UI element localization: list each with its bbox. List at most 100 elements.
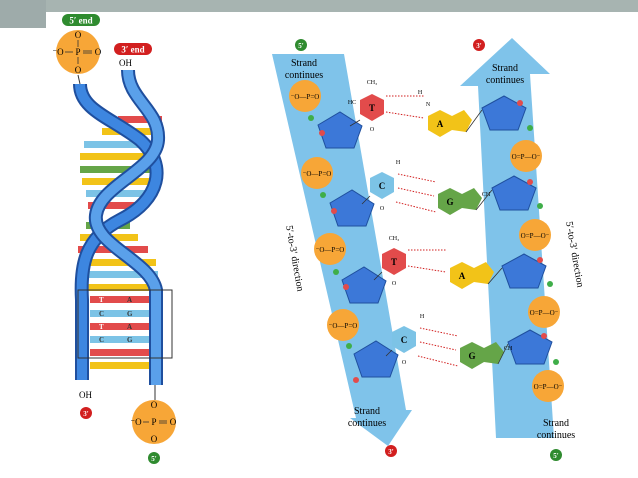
base-pair-4: C G H O CH xyxy=(392,314,513,369)
adenine-2-ring6 xyxy=(450,262,474,289)
left-phosphate-3-label: ⁻O—P=O xyxy=(316,246,345,254)
right-sugar-2 xyxy=(491,175,537,211)
adenine-1-ring5 xyxy=(452,110,472,132)
left-bottom-strand-label-1: Strand xyxy=(354,406,380,417)
helix-bottom-right-end-label: 5′ xyxy=(151,455,157,463)
helix-top-left-end-label: 5′ end xyxy=(69,16,92,26)
helix-bottom-left-end-badge: 3′ xyxy=(80,407,92,419)
helix-top-right-end-badge: 3′ end OH xyxy=(114,43,152,68)
right-sugars xyxy=(481,95,553,365)
left-sugars xyxy=(317,111,399,378)
helix-bottom-phosphate-ominus: ⁻O xyxy=(130,417,142,427)
right-sugar-3 xyxy=(501,253,547,289)
double-helix: 5′ end O ⁻O P O O 3′ end OH xyxy=(52,14,177,464)
helix-bottom-left-end-label: 3′ xyxy=(83,410,89,418)
detail-left-bottom-end-badge: 3′ xyxy=(385,445,397,457)
right-phosphate-3-label: O=P—O⁻ xyxy=(530,309,559,317)
detail-right-top-end-badge: 3′ xyxy=(473,39,485,51)
helix-bottom-left-oh: OH xyxy=(79,390,92,400)
cytosine-1 xyxy=(370,172,394,199)
cytosine-2 xyxy=(392,326,416,353)
helix-top-right-end-label: 3′ end xyxy=(121,45,144,55)
cytosine-2-h: H xyxy=(420,314,425,320)
cytosine-2-o: O xyxy=(402,360,407,366)
guanine-2-ring6 xyxy=(460,342,484,369)
cytosine-1-label: C xyxy=(379,181,386,191)
helix-pair-1-right: A xyxy=(127,296,132,304)
helix-bottom-phosphate-o1: O xyxy=(151,400,158,410)
thymine-1-label: T xyxy=(369,103,375,113)
thymine-1-ch3: CH₃ xyxy=(367,80,377,86)
helix-top-phosphate-o2: O xyxy=(95,47,102,57)
cytosine-1-o: O xyxy=(380,206,385,212)
guanine-2-label: G xyxy=(468,351,475,361)
helix-top-phosphate-p: P xyxy=(75,47,80,57)
right-top-strand-label-2: continues xyxy=(486,75,524,86)
helix-highlight-box xyxy=(77,289,173,359)
helix-top-left-end-badge: 5′ end xyxy=(62,14,100,26)
helix-pair-4-left: C xyxy=(99,336,104,344)
helix-top-phosphate-ominus: ⁻O xyxy=(52,47,64,57)
right-phosphate-4: O=P—O⁻ xyxy=(532,370,564,402)
helix-bottom-phosphate-p: P xyxy=(151,417,156,427)
thymine-1-o: O xyxy=(370,127,375,133)
base-pair-3: T A CH₃ O xyxy=(382,236,494,289)
helix-top-phosphate-o3: O xyxy=(75,65,82,75)
left-phosphate-1: ⁻O—P=O xyxy=(289,80,321,112)
left-phosphate-1-label: ⁻O—P=O xyxy=(291,93,320,101)
left-top-strand-label-1: Strand xyxy=(291,58,317,69)
left-phosphate-2-label: ⁻O—P=O xyxy=(303,170,332,178)
right-phosphate-1-label: O=P—O⁻ xyxy=(512,153,541,161)
base-pair-2: C G H O CH xyxy=(370,160,491,215)
guanine-2-ch: CH xyxy=(504,346,513,352)
thymine-1-hc: HC xyxy=(348,100,356,106)
left-phosphate-3: ⁻O—P=O xyxy=(314,233,346,265)
detail-right-bottom-end-label: 5′ xyxy=(553,452,559,460)
guanine-1-ch: CH xyxy=(482,192,491,198)
guanine-1-ring6 xyxy=(438,188,462,215)
left-phosphates: ⁻O—P=O ⁻O—P=O ⁻O—P=O ⁻O—P=O xyxy=(289,80,359,341)
left-sugar-1 xyxy=(317,111,363,149)
detail-left-bottom-end-label: 3′ xyxy=(388,448,394,456)
left-phosphate-4: ⁻O—P=O xyxy=(327,309,359,341)
molecular-detail: 5′ 3′ 3′ 5′ Strand continues Strand cont… xyxy=(272,38,585,461)
left-sugar-4 xyxy=(353,340,399,378)
helix-backbones xyxy=(73,69,165,385)
detail-left-top-end-badge: 5′ xyxy=(295,39,307,51)
guanine-1-label: G xyxy=(446,197,453,207)
thymine-1 xyxy=(360,94,384,121)
left-sugar-3 xyxy=(341,266,387,304)
helix-top-right-oh: OH xyxy=(119,58,132,68)
helix-pair-4-right: G xyxy=(127,336,133,344)
thymine-2-o: O xyxy=(392,281,397,287)
thymine-2 xyxy=(382,248,406,275)
thymine-2-ch3: CH₃ xyxy=(389,236,399,242)
helix-bottom-phosphate-o3: O xyxy=(151,434,158,444)
adenine-2-ring5 xyxy=(474,262,494,284)
left-top-strand-label-2: continues xyxy=(285,70,323,81)
guanine-2-ring5 xyxy=(484,342,504,364)
detail-right-top-end-label: 3′ xyxy=(476,42,482,50)
left-phosphate-4-label: ⁻O—P=O xyxy=(329,322,358,330)
helix-bottom-phosphate: O ⁻O P O O xyxy=(130,385,177,444)
helix-pair-2-left: C xyxy=(99,310,104,318)
base-pair-1: T A CH₃ HC O H N xyxy=(348,80,472,137)
adenine-1-ring6 xyxy=(428,110,452,137)
left-sugar-2 xyxy=(329,189,375,227)
helix-pair-1-left: T xyxy=(99,296,104,304)
guanine-1-ring5 xyxy=(462,188,482,210)
helix-bottom-phosphate-o2: O xyxy=(170,417,177,427)
thymine-2-label: T xyxy=(391,257,397,267)
right-phosphate-3: O=P—O⁻ xyxy=(528,296,560,328)
right-bottom-strand-label-2: continues xyxy=(537,430,575,441)
adenine-1-n: N xyxy=(426,102,431,108)
adenine-1-h: H xyxy=(418,90,423,96)
right-phosphates: O=P—O⁻ O=P—O⁻ O=P—O⁻ O=P—O⁻ xyxy=(510,140,564,402)
helix-bottom-right-end-badge: 5′ xyxy=(148,452,160,464)
detail-left-top-end-label: 5′ xyxy=(298,42,304,50)
right-top-strand-label-1: Strand xyxy=(492,63,518,74)
right-sugar-4 xyxy=(507,329,553,365)
cytosine-1-h: H xyxy=(396,160,401,166)
right-sugar-1 xyxy=(481,95,527,131)
